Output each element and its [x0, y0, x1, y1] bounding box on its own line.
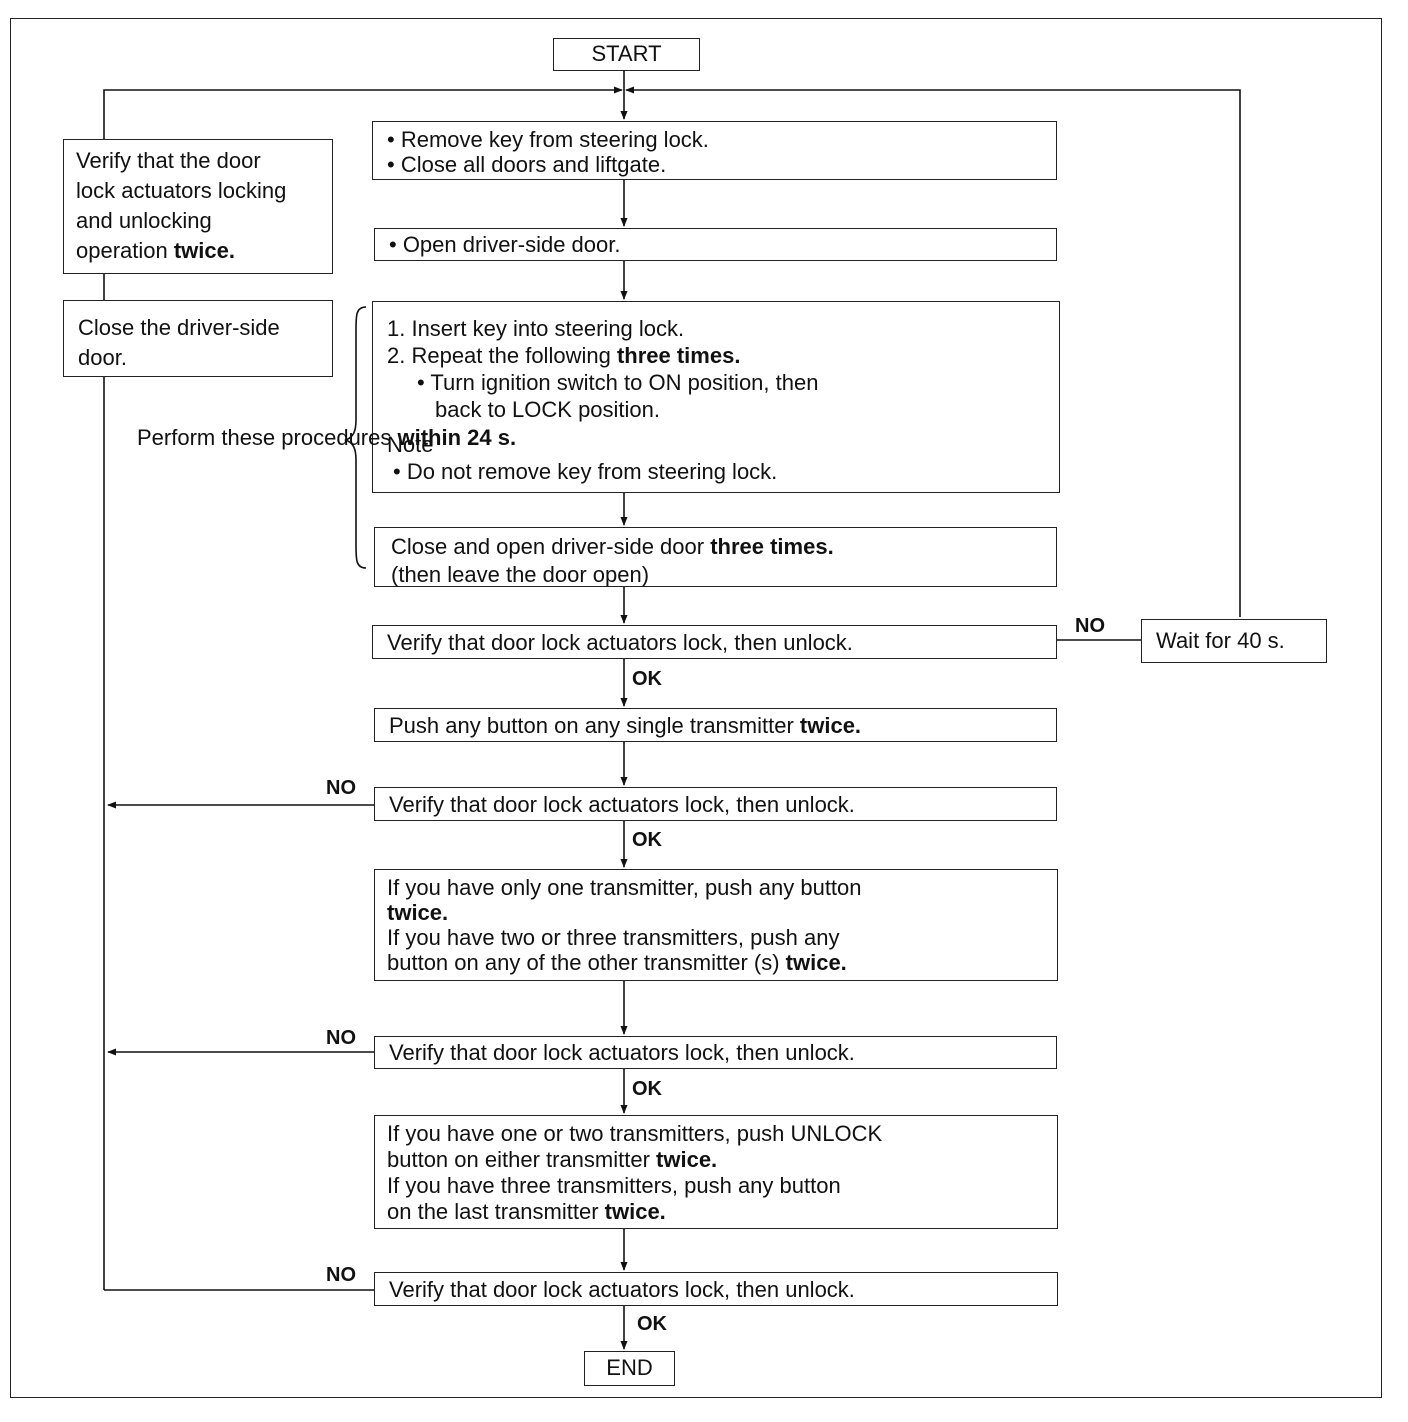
verify-step-2: Verify that door lock actuators lock, th… — [374, 787, 1057, 821]
label-no-3: NO — [326, 1027, 356, 1049]
remove-key-step: • Remove key from steering lock. • Close… — [372, 121, 1057, 180]
label-no-2: NO — [326, 777, 356, 799]
end-node: END — [584, 1351, 675, 1386]
edge-wait-loop-back — [625, 86, 1241, 617]
label-ok-3: OK — [632, 1078, 662, 1100]
time-limit-note: Perform these procedures within 24 s. — [137, 425, 517, 450]
label-no-4: NO — [326, 1264, 356, 1286]
verify-step-3: Verify that door lock actuators lock, th… — [374, 1036, 1057, 1069]
insert-key-step: 1. Insert key into steering lock. 2. Rep… — [372, 301, 1060, 493]
label-no-1: NO — [1075, 615, 1105, 637]
verify-step-1: Verify that door lock actuators lock, th… — [372, 625, 1057, 659]
curly-bracket — [343, 306, 367, 569]
edge-left-loop-top — [103, 86, 623, 139]
diagram-frame — [10, 18, 1382, 1398]
label-ok-2: OK — [632, 829, 662, 851]
wait-step: Wait for 40 s. — [1141, 619, 1327, 663]
verify-actuators-twice-step: Verify that the door lock actuators lock… — [63, 139, 333, 274]
start-node: START — [553, 38, 700, 71]
close-driver-door-step: Close the driver-side door. — [63, 300, 333, 377]
close-open-door-step: Close and open driver-side door three ti… — [374, 527, 1057, 587]
verify-step-4: Verify that door lock actuators lock, th… — [374, 1272, 1058, 1306]
push-transmitter-step-3: If you have one or two transmitters, pus… — [374, 1115, 1058, 1229]
push-transmitter-step-2: If you have only one transmitter, push a… — [374, 869, 1058, 981]
push-transmitter-step-1: Push any button on any single transmitte… — [374, 708, 1057, 742]
open-door-step: • Open driver-side door. — [374, 228, 1057, 261]
label-ok-1: OK — [632, 668, 662, 690]
label-ok-4: OK — [637, 1313, 667, 1335]
